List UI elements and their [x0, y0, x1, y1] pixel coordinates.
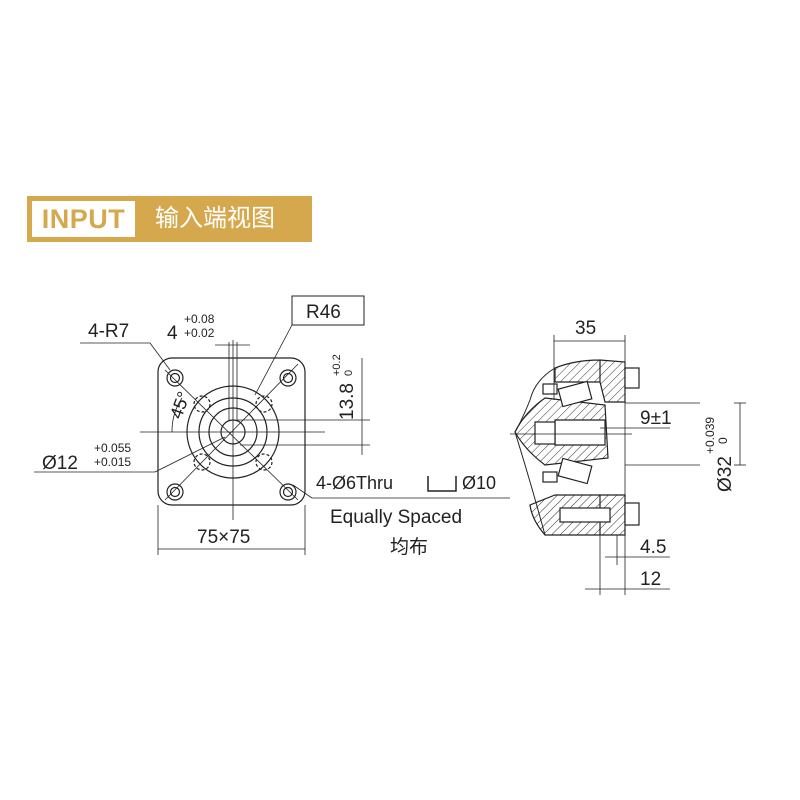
counterbore-label: Ø10 — [462, 473, 496, 493]
corner-radius-label: 4-R7 — [88, 321, 129, 342]
counterbore-symbol — [427, 476, 457, 492]
housing-section — [529, 359, 626, 536]
flange-thickness: 4.5 — [640, 537, 666, 558]
length-label: 35 — [575, 318, 596, 339]
depth-label: 9±1 — [640, 408, 672, 429]
bore — [554, 419, 606, 446]
r46-label-box — [291, 295, 365, 326]
bore-tol-upper: +0.039 — [703, 417, 717, 454]
section-banner: INPUT 输入端视图 — [27, 196, 312, 242]
flange-outline — [157, 357, 306, 506]
dashed-holes — [193, 395, 273, 471]
side-view-labels: 35 9±1 Ø32 +0.039 0 4.5 12 — [575, 318, 736, 590]
key-height-tol-lower: 0 — [343, 370, 355, 376]
bearings-and-fasteners — [542, 367, 640, 526]
bore-dia: Ø32 — [715, 456, 736, 492]
equally-spaced: Equally Spaced — [330, 507, 462, 528]
keyway-width: 4 — [167, 323, 178, 344]
keyway-tol-lower: +0.02 — [184, 326, 215, 340]
pcd-label: R46 — [306, 302, 341, 323]
mounting-holes — [166, 369, 297, 501]
shaft-head — [534, 421, 556, 445]
pilot-length: 12 — [640, 569, 661, 590]
side-view — [510, 335, 746, 595]
holes-label: 4-Ø6Thru — [316, 473, 393, 493]
input-tag: INPUT — [32, 201, 135, 237]
shaft-tol-lower: +0.015 — [94, 455, 131, 469]
dimension-lines — [34, 324, 510, 555]
flange-size: 75×75 — [197, 527, 250, 548]
key-height: 13.8 — [337, 383, 358, 420]
side-dimension-lines — [510, 335, 746, 595]
keyway-tol-upper: +0.08 — [184, 312, 215, 326]
shaft-tol-upper: +0.055 — [94, 441, 131, 455]
section-title: 输入端视图 — [155, 205, 275, 232]
bore-tol-lower: 0 — [716, 437, 730, 444]
equally-spaced-cn: 均布 — [390, 536, 428, 558]
front-view-labels: 4-R7 4 +0.08 +0.02 R46 13.8 +0.2 0 45° Ø… — [42, 302, 496, 558]
housing-outline — [514, 367, 556, 536]
shaft-dia: Ø12 — [42, 453, 78, 474]
key-height-tol-upper: +0.2 — [331, 354, 343, 376]
front-view — [34, 295, 510, 555]
